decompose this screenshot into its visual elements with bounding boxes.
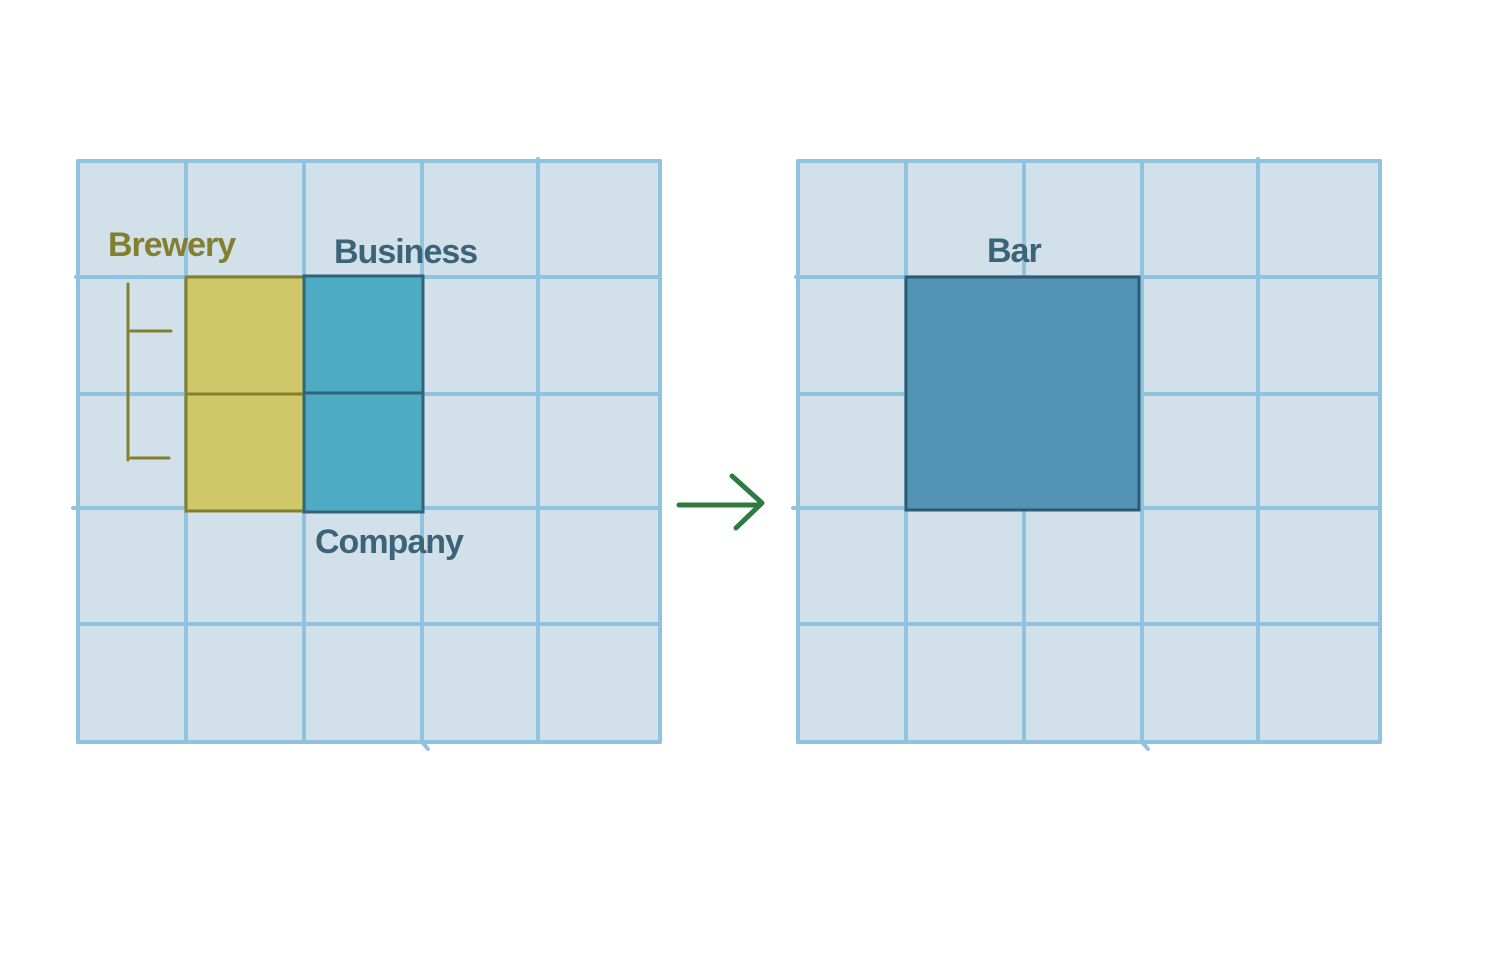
bar-block <box>904 275 1141 512</box>
brewery-block <box>184 275 306 513</box>
brewery-cell-bottom <box>184 392 306 513</box>
bar-label: Bar <box>987 232 1041 270</box>
right-grid: Bar <box>791 157 1382 751</box>
business-label: Business <box>334 233 477 271</box>
brewery-bracket <box>126 282 173 462</box>
brewery-cell-top <box>184 275 306 396</box>
business-block <box>302 274 425 514</box>
company-label: Company <box>315 523 464 561</box>
business-cell <box>302 274 425 395</box>
company-cell <box>302 391 425 514</box>
right-arrow-icon <box>676 473 765 531</box>
left-grid: Brewery Business Company <box>71 157 662 751</box>
brewery-label: Brewery <box>108 226 236 264</box>
